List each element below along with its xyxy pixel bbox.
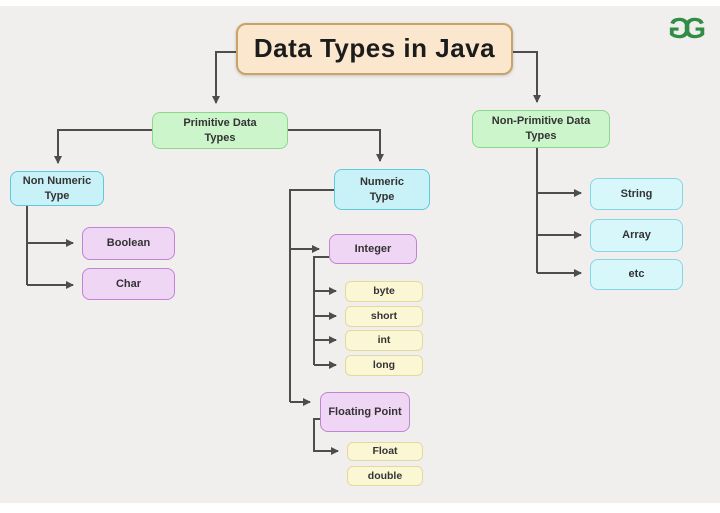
node-float: Float — [347, 442, 423, 461]
geeksforgeeks-logo-icon: G G — [661, 8, 713, 50]
node-byte: byte — [345, 281, 423, 302]
node-floating-point: Floating Point — [320, 392, 410, 432]
node-char: Char — [82, 268, 175, 300]
node-title: Data Types in Java — [236, 23, 513, 75]
node-numeric-type: Numeric Type — [334, 169, 430, 210]
logo-glyph-left: G — [667, 12, 691, 45]
node-primitive-data-types: Primitive Data Types — [152, 112, 288, 149]
node-non-primitive-data-types: Non-Primitive Data Types — [472, 110, 610, 148]
node-int: int — [345, 330, 423, 351]
node-long: long — [345, 355, 423, 376]
node-boolean: Boolean — [82, 227, 175, 260]
node-short: short — [345, 306, 423, 327]
node-string: String — [590, 178, 683, 210]
node-etc: etc — [590, 259, 683, 290]
node-non-numeric-type: Non Numeric Type — [10, 171, 104, 206]
node-integer: Integer — [329, 234, 417, 264]
node-array: Array — [590, 219, 683, 252]
node-double: double — [347, 466, 423, 486]
logo-glyph-right: G — [683, 12, 707, 45]
